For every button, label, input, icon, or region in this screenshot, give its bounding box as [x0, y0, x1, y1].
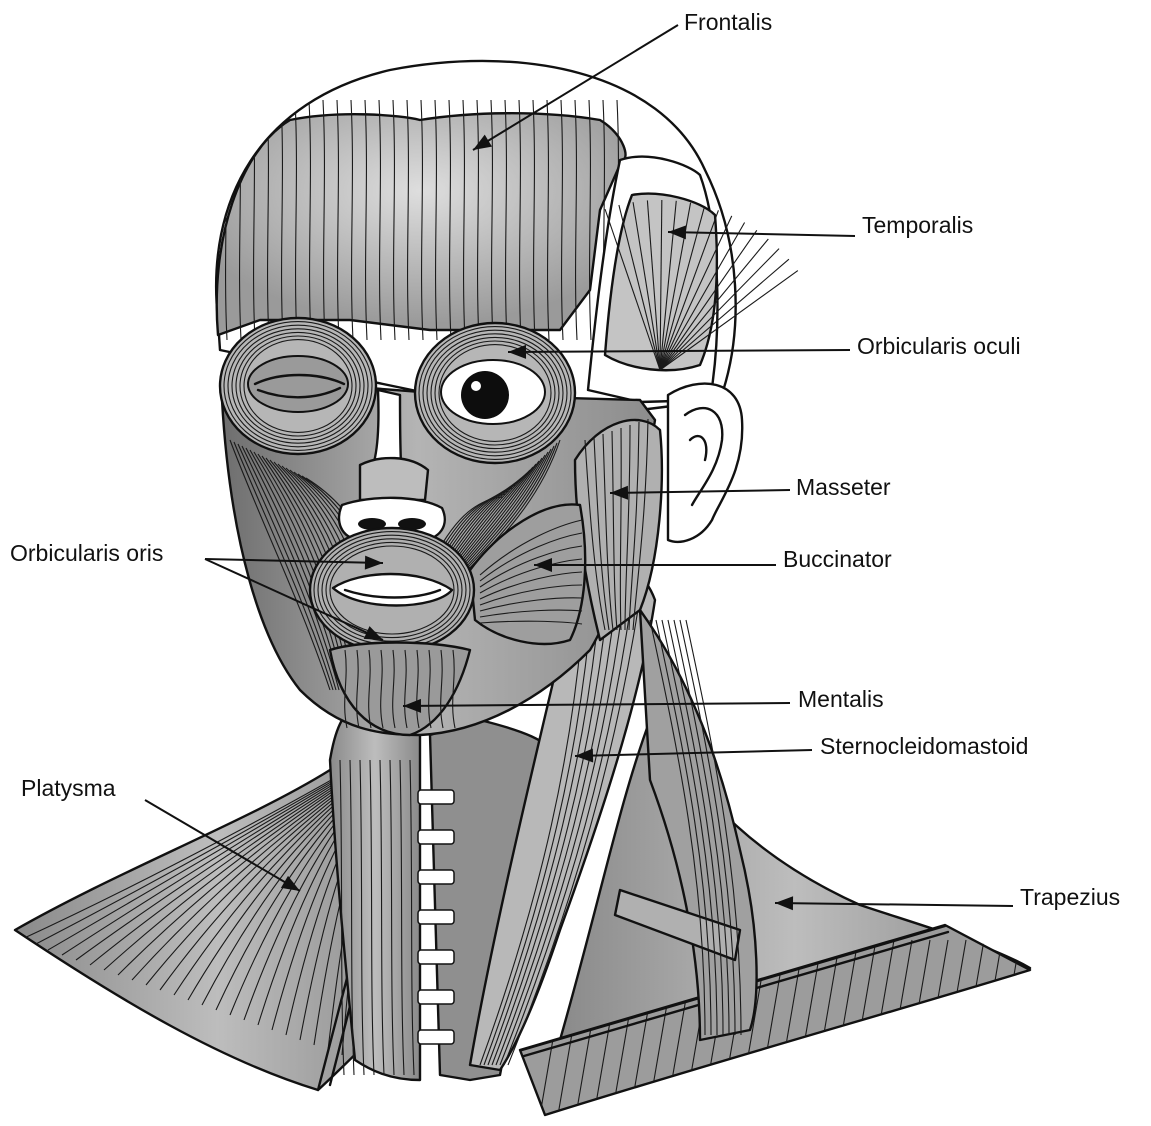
tracheal-ring: [418, 830, 454, 844]
label-platysma: Platysma: [21, 775, 116, 801]
label-orbicularis-oris: Orbicularis oris: [10, 540, 163, 566]
orbicularis-oris-muscle: [310, 528, 474, 652]
label-buccinator: Buccinator: [783, 546, 892, 572]
tracheal-ring: [418, 1030, 454, 1044]
label-temporalis: Temporalis: [862, 212, 973, 238]
orbicularis-oculi-right: [415, 323, 575, 463]
label-mentalis: Mentalis: [798, 686, 884, 712]
label-frontalis: Frontalis: [684, 9, 772, 35]
tracheal-ring: [418, 990, 454, 1004]
label-masseter: Masseter: [796, 474, 891, 500]
label-sternocleidomastoid: Sternocleidomastoid: [820, 733, 1028, 759]
tracheal-ring: [418, 950, 454, 964]
tracheal-ring: [418, 790, 454, 804]
tracheal-ring: [418, 870, 454, 884]
orbicularis-oculi-left: [220, 318, 376, 454]
tracheal-ring: [418, 910, 454, 924]
label-trapezius: Trapezius: [1020, 884, 1120, 910]
head: [216, 61, 798, 735]
label-orbicularis-oculi: Orbicularis oculi: [857, 333, 1021, 359]
frontalis-muscle: [217, 113, 626, 335]
